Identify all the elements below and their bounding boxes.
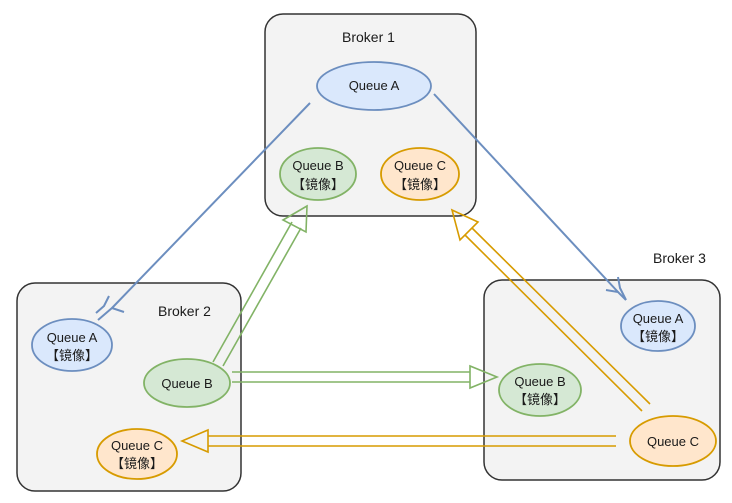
broker-3-queue-c: Queue C xyxy=(629,415,717,467)
orange-arrow-to-broker-2 xyxy=(179,428,616,454)
blue-arrow-to-broker-2 xyxy=(95,102,311,321)
broker-1-queue-a: Queue A xyxy=(316,61,432,111)
svg-text:Queue B: Queue B xyxy=(161,376,212,391)
svg-text:Queue A: Queue A xyxy=(633,311,684,326)
broker-3-label: Broker 3 xyxy=(653,250,706,266)
broker-2-queue-a-mirror: Queue A 【镜像】 xyxy=(31,318,113,372)
orange-arrow-to-broker-1 xyxy=(450,208,651,412)
svg-text:【镜像】: 【镜像】 xyxy=(111,456,163,471)
svg-text:Queue A: Queue A xyxy=(349,78,400,93)
green-arrow-to-broker-3 xyxy=(232,364,500,390)
svg-text:【镜像】: 【镜像】 xyxy=(394,177,446,192)
broker-3-queue-b-mirror: Queue B 【镜像】 xyxy=(498,363,582,417)
svg-text:Queue B: Queue B xyxy=(514,374,565,389)
broker-1-queue-c-mirror: Queue C 【镜像】 xyxy=(380,147,460,201)
svg-text:Queue C: Queue C xyxy=(647,434,699,449)
svg-text:【镜像】: 【镜像】 xyxy=(292,177,344,192)
broker-2-queue-b: Queue B xyxy=(143,358,231,408)
broker-2-label: Broker 2 xyxy=(158,303,211,319)
svg-text:【镜像】: 【镜像】 xyxy=(514,392,566,407)
svg-text:Queue C: Queue C xyxy=(394,158,446,173)
broker-3-queue-a-mirror: Queue A 【镜像】 xyxy=(620,300,696,352)
green-arrow-to-broker-1 xyxy=(212,204,308,367)
svg-text:【镜像】: 【镜像】 xyxy=(632,329,684,344)
broker-1-queue-b-mirror: Queue B 【镜像】 xyxy=(279,147,357,201)
svg-text:【镜像】: 【镜像】 xyxy=(46,348,98,363)
blue-arrow-to-broker-3 xyxy=(433,93,627,301)
svg-text:Queue C: Queue C xyxy=(111,438,163,453)
broker-2-queue-c-mirror: Queue C 【镜像】 xyxy=(96,428,178,480)
broker-1-label: Broker 1 xyxy=(342,29,395,45)
svg-text:Queue A: Queue A xyxy=(47,330,98,345)
svg-text:Queue B: Queue B xyxy=(292,158,343,173)
